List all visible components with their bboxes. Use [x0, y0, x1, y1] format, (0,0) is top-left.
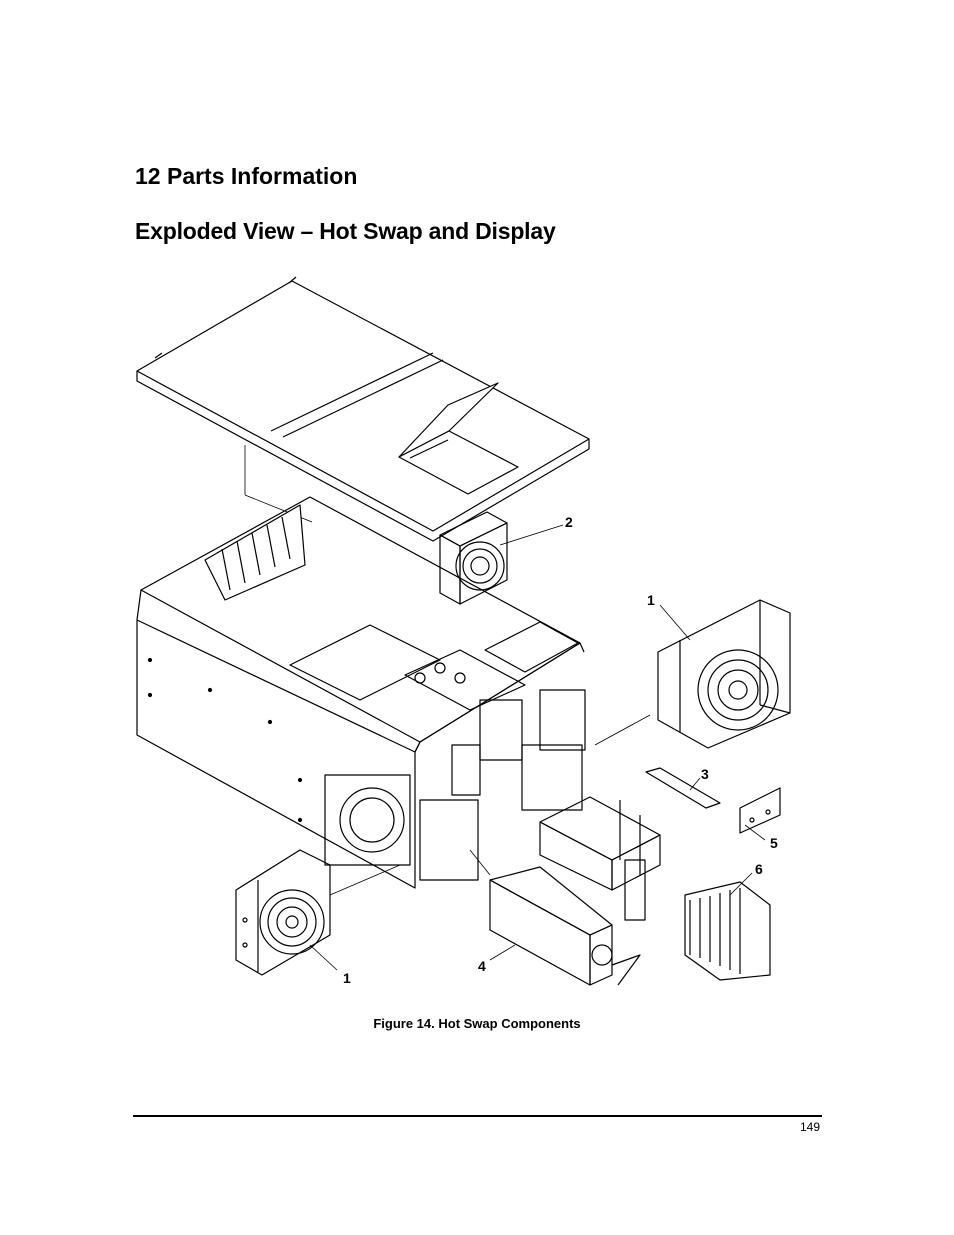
footer-rule: [133, 1115, 822, 1117]
callout-4: 4: [478, 958, 486, 974]
figure-caption: Figure 14. Hot Swap Components: [373, 1016, 581, 1031]
section-title: Exploded View – Hot Swap and Display: [135, 218, 556, 244]
chapter-title: 12 Parts Information: [135, 163, 358, 189]
fan-housing-left: [235, 849, 331, 976]
callout-2: 2: [565, 514, 573, 530]
display-cable: [645, 767, 721, 809]
callout-6: 6: [755, 861, 763, 877]
power-supply: [489, 866, 641, 986]
display-board: [739, 787, 781, 834]
chassis: [136, 496, 586, 889]
callout-3: 3: [701, 766, 709, 782]
callout-1-left: 1: [343, 970, 351, 986]
page-number: 149: [799, 1120, 820, 1134]
drive-carrier: [684, 881, 771, 981]
fan-housing-right: [657, 599, 791, 749]
callout-5: 5: [770, 835, 778, 851]
leader-lines: [309, 524, 766, 971]
top-cover: [136, 276, 590, 542]
callout-1-right: 1: [647, 592, 655, 608]
fan-module-top: [439, 511, 508, 605]
display-bay: [539, 796, 661, 921]
